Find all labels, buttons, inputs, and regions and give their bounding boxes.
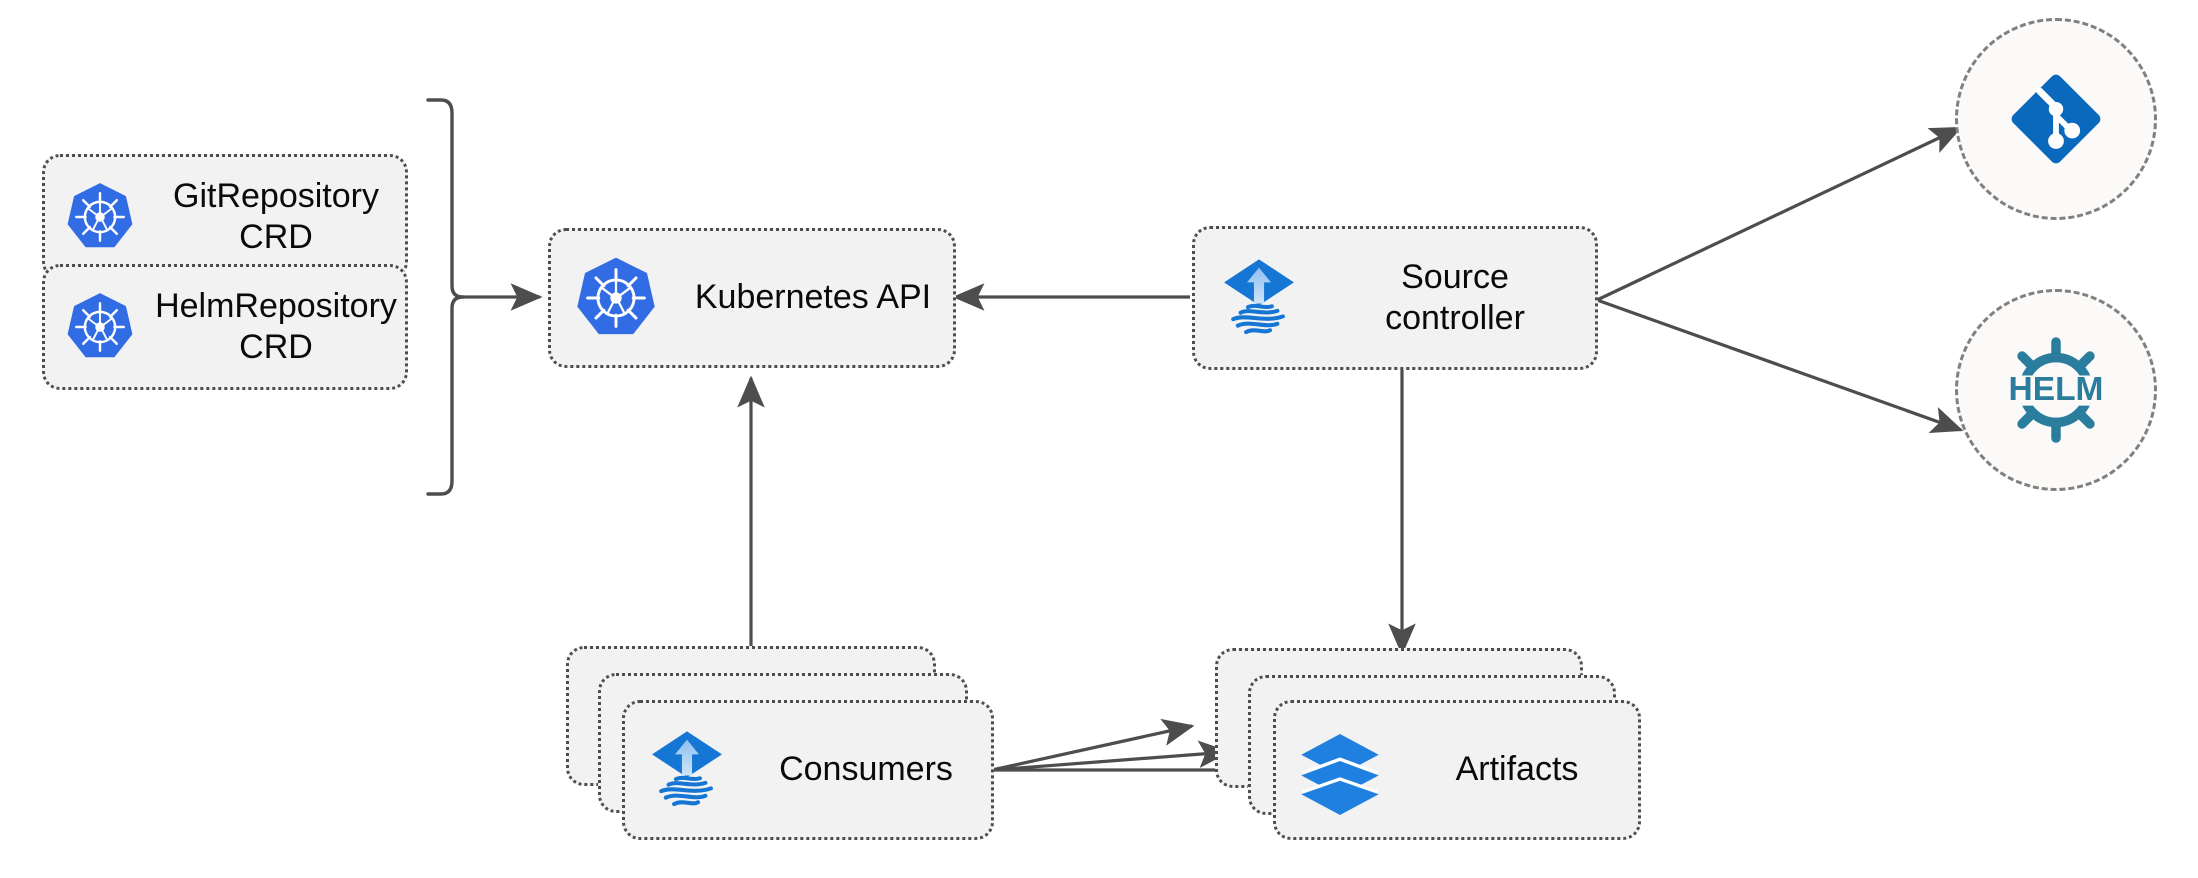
flux-icon <box>625 724 749 816</box>
node-artifacts[interactable]: Artifacts <box>1273 700 1641 840</box>
edge-consumers-to-artifacts-2 <box>991 740 1231 772</box>
node-consumers[interactable]: Consumers <box>622 700 994 840</box>
helm-wordmark: HELM <box>2009 371 2104 408</box>
node-kubernetes-api[interactable]: Kubernetes API <box>548 228 956 368</box>
kubernetes-icon <box>551 255 681 341</box>
kubernetes-icon <box>45 291 155 363</box>
node-label: HelmRepository CRD <box>155 286 397 366</box>
node-source-controller[interactable]: Source controller <box>1192 226 1598 370</box>
kubernetes-icon <box>45 181 155 253</box>
node-label: GitRepository CRD <box>173 176 379 256</box>
edge-source-controller-to-git <box>1596 126 1963 302</box>
node-label: Source controller <box>1385 257 1525 337</box>
crd-group-brace <box>426 98 465 496</box>
node-git[interactable] <box>1955 18 2157 220</box>
node-helm-repository-crd[interactable]: HelmRepository CRD <box>42 264 408 390</box>
node-label: Consumers <box>779 750 953 789</box>
git-icon <box>1998 61 2114 177</box>
node-label: Artifacts <box>1455 750 1579 789</box>
node-label: Kubernetes API <box>694 278 932 317</box>
edge-source-controller-to-helm <box>1596 298 1964 434</box>
helm-icon: HELM <box>1989 323 2123 457</box>
layers-icon <box>1276 725 1404 815</box>
node-helm[interactable]: HELM <box>1955 289 2157 491</box>
node-git-repository-crd[interactable]: GitRepository CRD <box>42 154 408 280</box>
flux-icon <box>1195 252 1323 344</box>
edge-consumers-to-artifacts-1 <box>991 718 1195 772</box>
